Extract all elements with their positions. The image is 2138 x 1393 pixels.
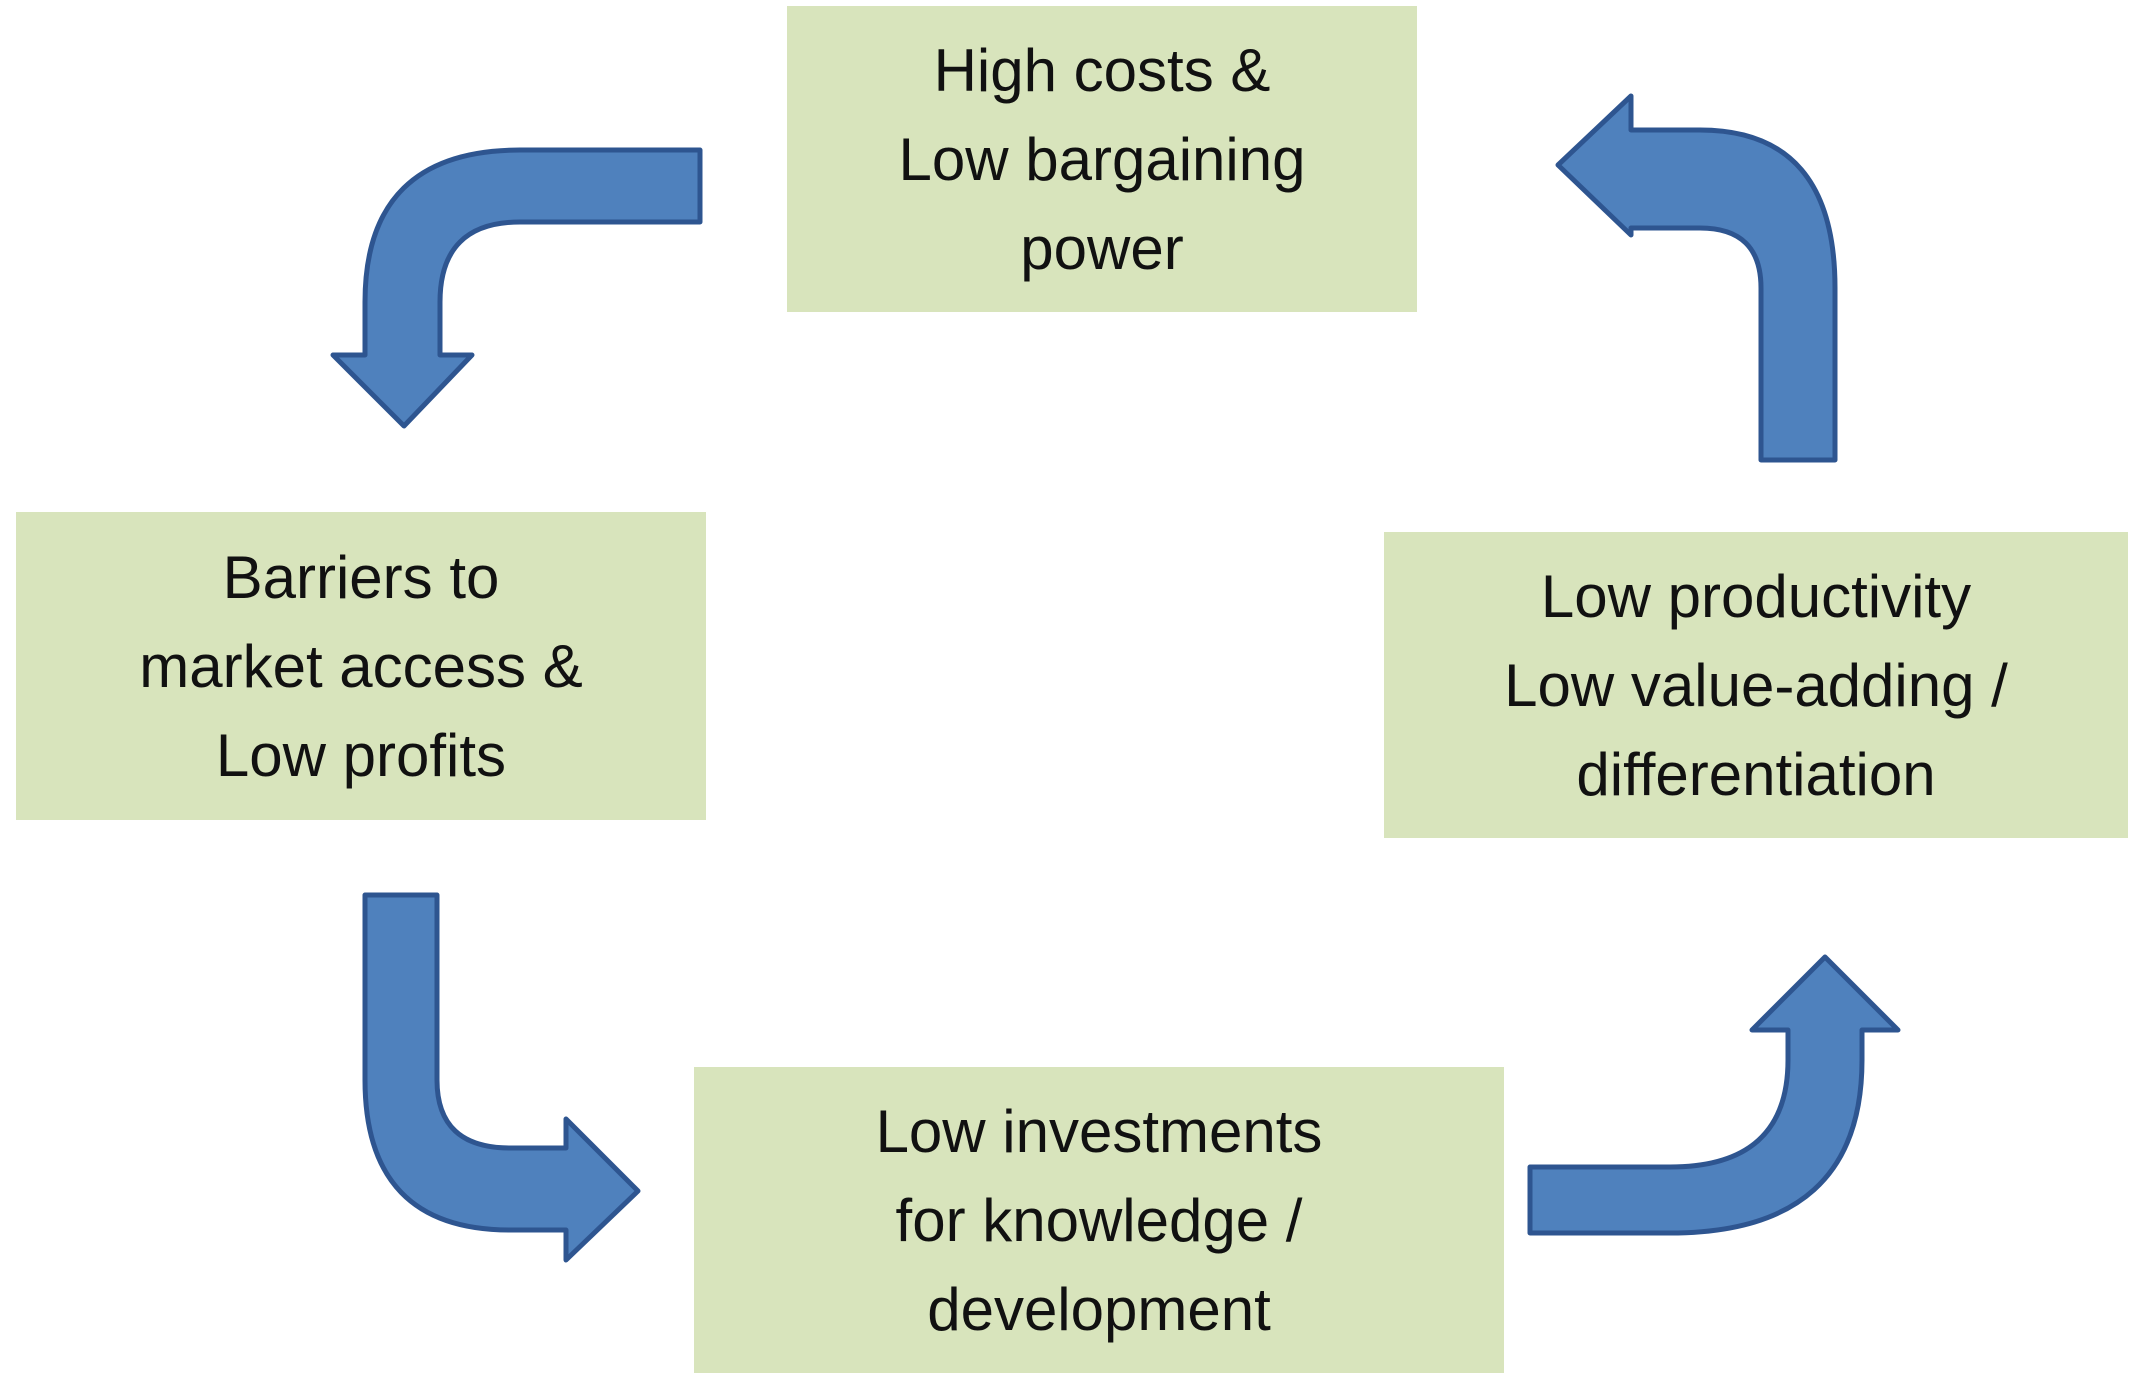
node-low-productivity: Low productivity Low value-adding / diff… xyxy=(1384,532,2128,838)
node-low-productivity-line-2: Low value-adding / xyxy=(1504,651,2008,719)
node-low-productivity-line-3: differentiation xyxy=(1576,740,1936,808)
node-low-productivity-line-1: Low productivity xyxy=(1540,562,1972,630)
node-barriers-line-1: Barriers to xyxy=(222,543,500,611)
node-barriers: Barriers to market access & Low profits xyxy=(16,512,706,820)
arrow-right-to-top xyxy=(1555,93,1838,463)
node-low-investments: Low investments for knowledge / developm… xyxy=(694,1067,1504,1373)
node-high-costs-line-3: power xyxy=(1020,214,1184,282)
node-low-investments-line-3: development xyxy=(927,1275,1271,1343)
arrow-bottom-to-right xyxy=(1527,954,1901,1236)
arrow-top-to-left xyxy=(330,147,703,429)
node-high-costs-line-2: Low bargaining xyxy=(898,125,1306,193)
node-high-costs-line-1: High costs & xyxy=(933,36,1271,104)
node-barriers-line-3: Low profits xyxy=(215,721,507,789)
node-high-costs: High costs & Low bargaining power xyxy=(787,6,1417,312)
arrow-left-to-bottom xyxy=(362,892,641,1263)
node-low-investments-line-1: Low investments xyxy=(875,1097,1323,1165)
node-barriers-line-2: market access & xyxy=(139,632,583,700)
node-low-investments-line-2: for knowledge / xyxy=(895,1186,1303,1254)
